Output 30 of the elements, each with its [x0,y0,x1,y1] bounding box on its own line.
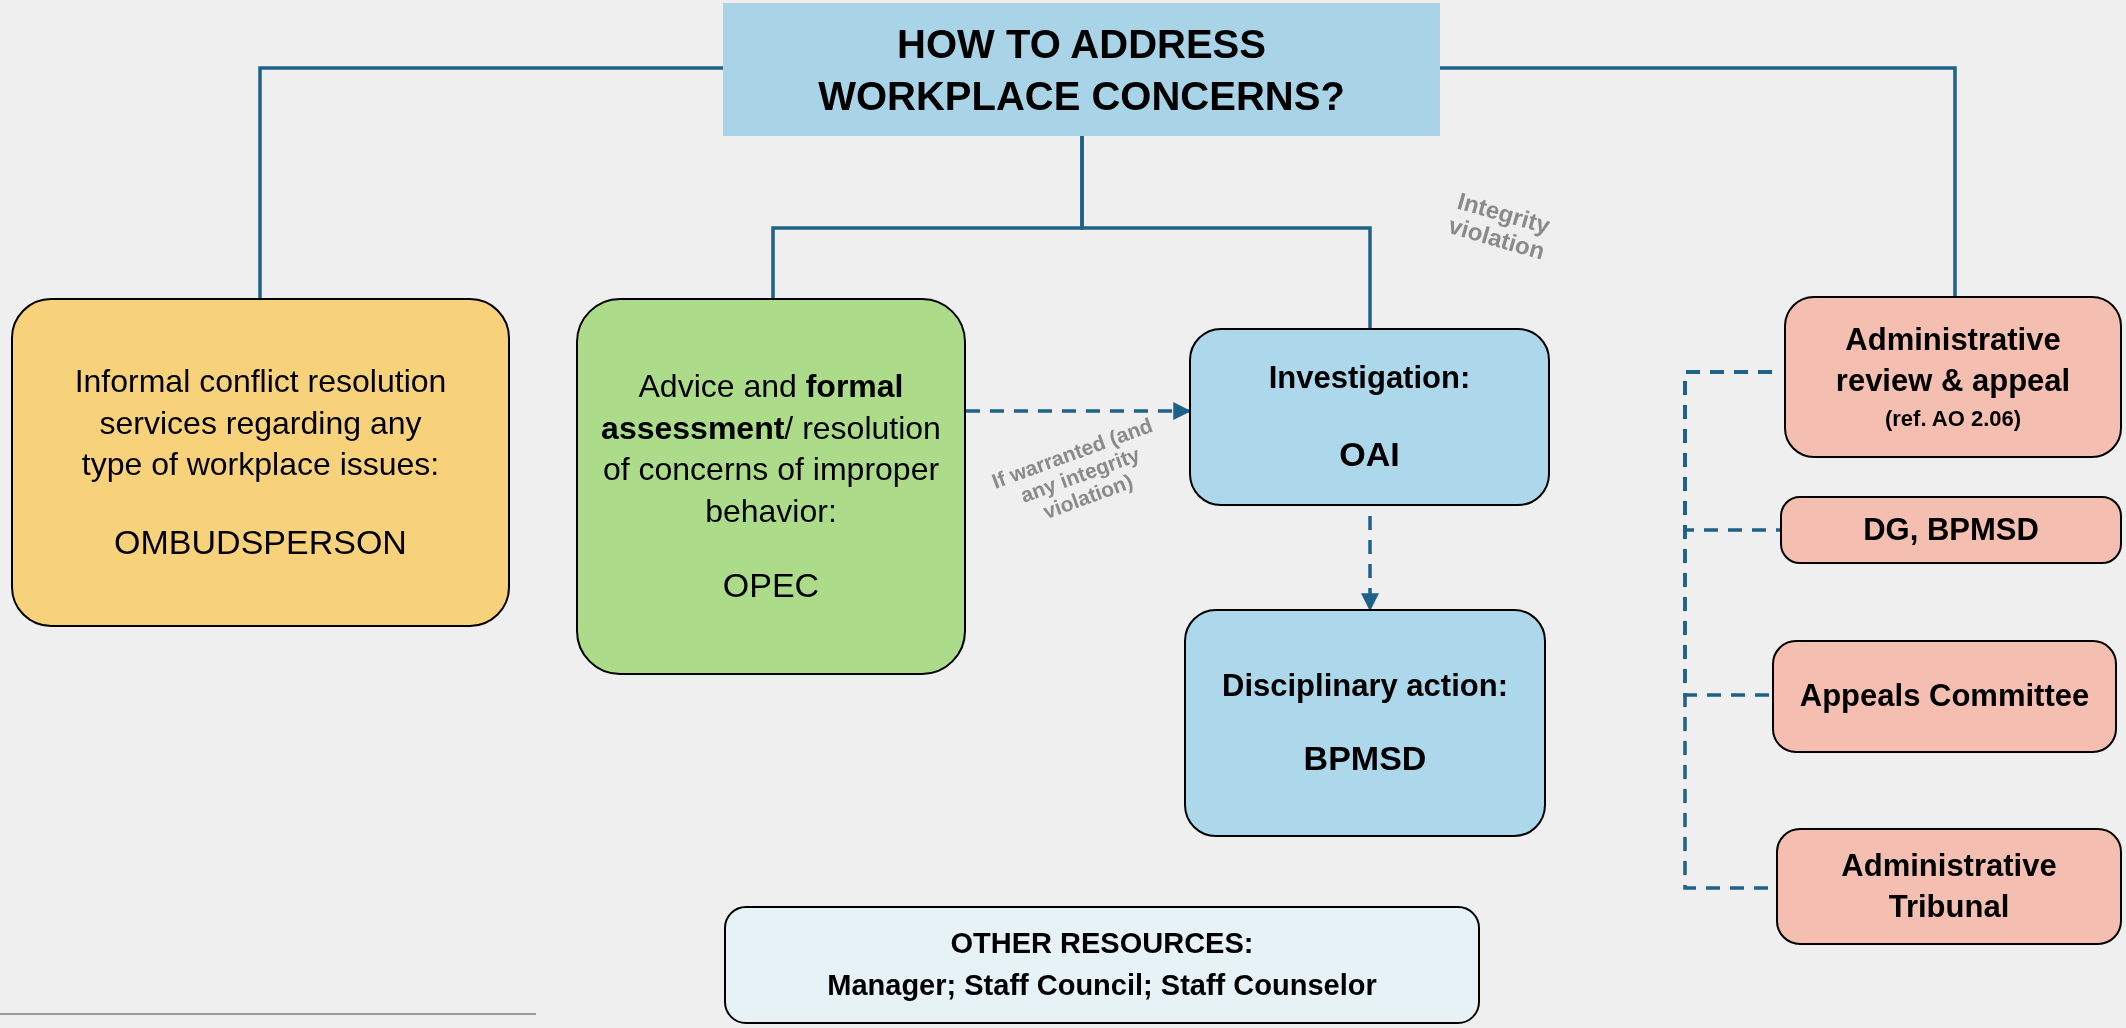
arrow [1361,516,1379,612]
box-text: (ref. AO 2.06) [1884,405,2022,433]
connector-line [1080,136,1372,328]
box-heading: DG, BPMSD [1863,510,2039,549]
service-box [576,298,966,675]
box-text: BPMSD [1303,738,1427,780]
box-heading: Advice and formal assessment/ resolution of concerns of improper behavior: [600,367,942,531]
process-box [1776,828,2122,945]
title: HOW TO ADDRESS WORKPLACE CONCERNS? [817,20,1346,120]
box-heading: Investigation: [1268,358,1471,397]
process-box [1184,609,1546,837]
box-heading: Disciplinary action: [1222,666,1508,705]
resources-box [724,906,1480,1024]
box-text: OMBUDSPERSON [114,521,407,563]
box-text: OPEC [722,564,820,606]
process-box [1784,296,2122,458]
box-text: OAI [1339,434,1400,476]
title-box [723,3,1440,136]
process-box [1780,496,2122,564]
box-heading: Appeals Committee [1799,677,2090,716]
box-text: Manager; Staff Council; Staff Counselor [827,968,1377,1003]
box-heading: Informal conflict resolution services regarding any type of workplace issues: [73,362,448,485]
process-box [1772,640,2117,753]
connector-line [258,66,723,298]
box-heading: Administrative Tribunal [1840,847,2058,926]
box-heading: OTHER RESOURCES: [950,926,1254,962]
process-box [1189,328,1550,506]
connector-line [1440,66,1957,296]
service-box [11,298,510,627]
box-heading: Administrative review & appeal [1834,321,2072,400]
